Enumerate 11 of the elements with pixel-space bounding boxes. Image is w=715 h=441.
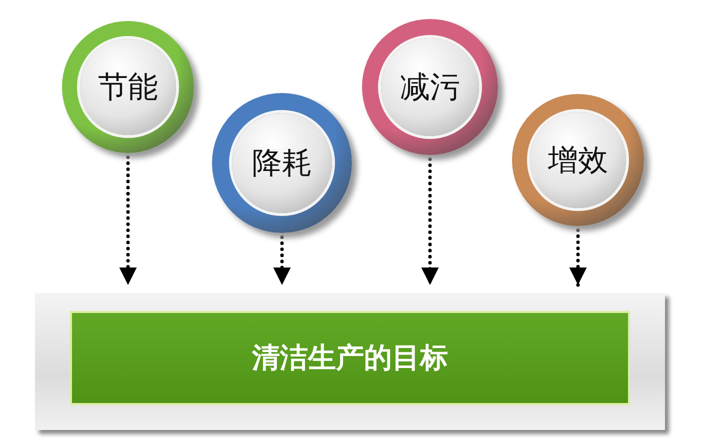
arrow (119, 155, 137, 287)
arrow (569, 228, 587, 287)
circle-label: 增效 (548, 142, 608, 180)
band-background (35, 293, 665, 430)
arrow (273, 235, 291, 287)
title-bar (70, 311, 630, 405)
circle-label: 节能 (98, 68, 158, 106)
circle-label: 减污 (400, 68, 460, 106)
bar-label: 清洁生产的目标 (252, 340, 448, 376)
arrow (421, 157, 439, 287)
circle-label: 降耗 (252, 144, 312, 182)
